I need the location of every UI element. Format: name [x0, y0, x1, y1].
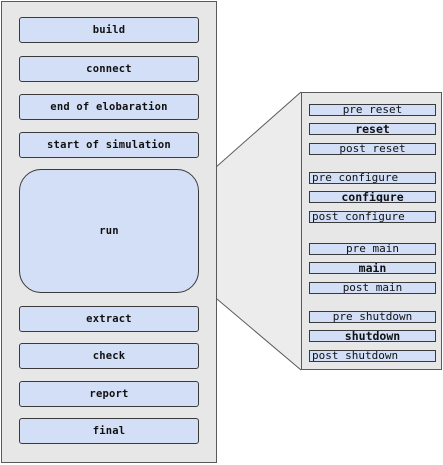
subphase-post-reset[interactable]: post reset — [309, 143, 436, 155]
phase-final-label: final — [92, 425, 126, 437]
subphase-pre-configure[interactable]: pre configure — [309, 172, 436, 184]
phase-connect[interactable]: connect — [19, 56, 199, 82]
phase-run-label: run — [99, 225, 119, 237]
subphase-pre-shutdown[interactable]: pre shutdown — [309, 311, 436, 323]
phase-end-of-elaboration[interactable]: end of elobaration — [19, 94, 199, 120]
subphase-post-shutdown[interactable]: post shutdown — [309, 350, 436, 362]
phase-extract-label: extract — [86, 313, 132, 325]
phase-check-label: check — [92, 350, 126, 362]
phase-run[interactable]: run — [19, 169, 199, 293]
phase-final[interactable]: final — [19, 418, 199, 444]
subphase-pre-main[interactable]: pre main — [309, 243, 436, 255]
subphase-main[interactable]: main — [309, 262, 436, 274]
run-phases-panel — [301, 92, 442, 370]
phase-build-label: build — [92, 24, 126, 36]
subphase-shutdown[interactable]: shutdown — [309, 330, 436, 342]
subphase-configure[interactable]: configure — [309, 191, 436, 203]
phase-check[interactable]: check — [19, 343, 199, 369]
subphase-pre-reset[interactable]: pre reset — [309, 104, 436, 116]
phase-report-label: report — [89, 388, 129, 400]
phase-start-of-simulation-label: start of simulation — [47, 139, 171, 151]
subphase-post-main[interactable]: post main — [309, 282, 436, 294]
phase-connect-label: connect — [86, 63, 132, 75]
subphase-post-configure[interactable]: post configure — [309, 211, 436, 223]
phase-end-of-elaboration-label: end of elobaration — [50, 101, 168, 113]
phase-build[interactable]: build — [19, 17, 199, 43]
subphase-reset[interactable]: reset — [309, 123, 436, 135]
phase-extract[interactable]: extract — [19, 306, 199, 332]
phase-report[interactable]: report — [19, 381, 199, 407]
phase-start-of-simulation[interactable]: start of simulation — [19, 132, 199, 158]
zoom-wedge — [198, 92, 301, 370]
